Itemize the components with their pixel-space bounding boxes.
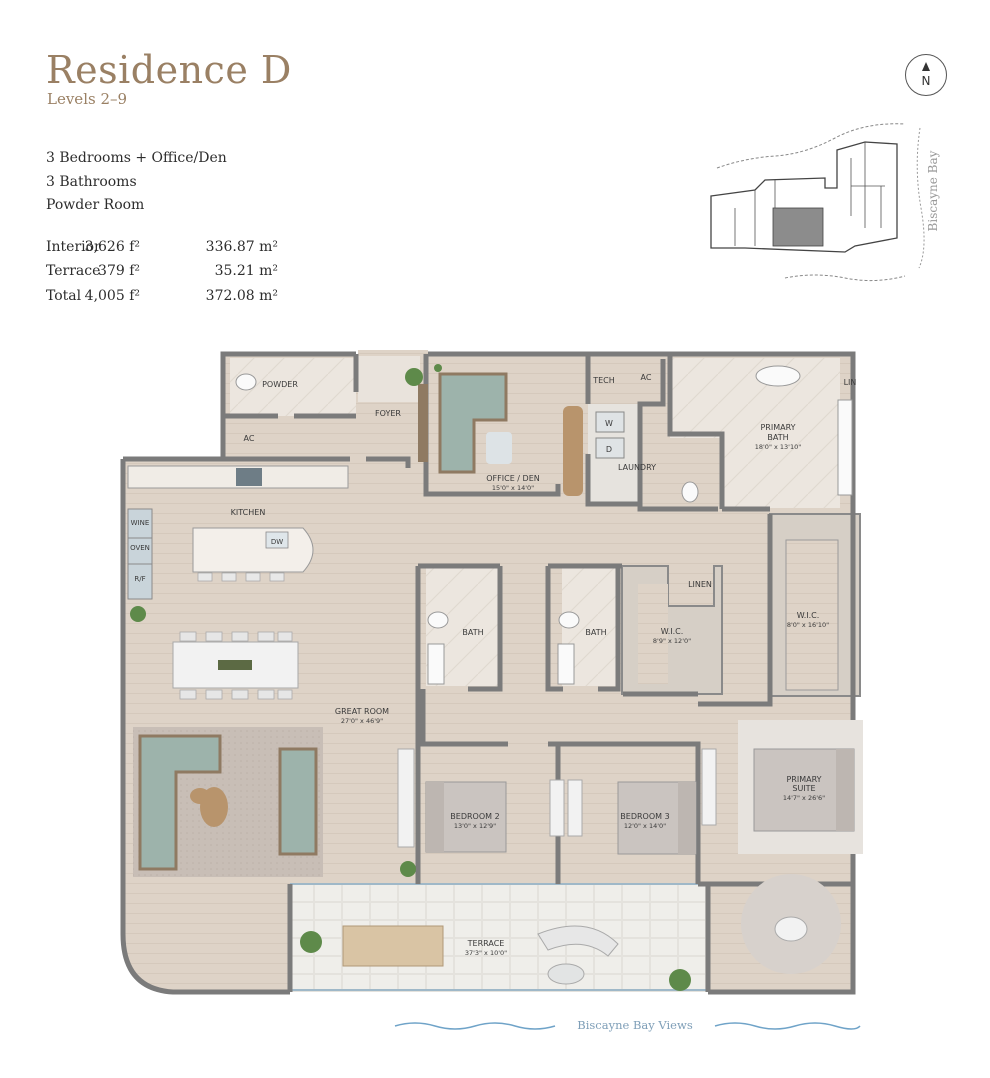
- bay-label: Biscayne Bay: [926, 150, 940, 232]
- room-dims-wic-2: 8'0" x 16'10": [787, 621, 829, 629]
- room-label-great-room: GREAT ROOM: [335, 707, 389, 716]
- room-dims-primary-suite: 14'7" x 26'6": [783, 794, 825, 802]
- area-row-total: Total 4,005 f² 372.08 m²: [46, 288, 286, 308]
- feature-bathrooms: 3 Bathrooms: [46, 174, 137, 190]
- room-label-laundry: LAUNDRY: [618, 463, 656, 472]
- room-label-kitchen: KITCHEN: [231, 508, 266, 517]
- appliance-label-washer: W: [605, 419, 613, 428]
- room-label-tech: TECH: [592, 376, 615, 385]
- area-sqm: 372.08 m²: [205, 288, 278, 304]
- compass-letter: N: [921, 74, 931, 88]
- room-label-bath-3: BATH: [585, 628, 606, 637]
- area-row-terrace: Terrace 379 f² 35.21 m²: [46, 263, 286, 283]
- area-sqm: 35.21 m²: [214, 263, 278, 279]
- room-label-bath-2: BATH: [462, 628, 483, 637]
- key-plan: [710, 123, 925, 282]
- area-sqft: 3,626 f²: [84, 239, 140, 255]
- area-row-interior: Interior 3,626 f² 336.87 m²: [46, 239, 286, 259]
- appliance-label-dryer: D: [606, 445, 612, 454]
- room-dims-office: 15'0" x 14'0": [492, 484, 534, 492]
- area-sqft: 379 f²: [98, 263, 140, 279]
- area-label: Total: [46, 288, 82, 304]
- room-label-wic-1: W.I.C.: [661, 627, 684, 636]
- bay-views-label: Biscayne Bay Views: [577, 1018, 693, 1032]
- room-label-bedroom-3: BEDROOM 3: [620, 812, 669, 821]
- appliance-label-dw: DW: [271, 538, 283, 546]
- appliance-label-rf: R/F: [134, 575, 145, 583]
- room-dims-wic-1: 8'9" x 12'0": [653, 637, 691, 645]
- compass-north-icon: N: [905, 54, 947, 96]
- room-dims-great-room: 27'0" x 46'9": [341, 717, 383, 725]
- room-label-lin: LIN: [844, 378, 857, 387]
- room-label-wic-2: W.I.C.: [797, 611, 820, 620]
- floor-plan: POWDER FOYER AC TECH AC LIN PRIMARY BATH…: [120, 350, 863, 995]
- room-label-terrace: TERRACE: [467, 939, 505, 948]
- area-sqm: 336.87 m²: [205, 239, 278, 255]
- bay-views-indicator: Biscayne Bay Views: [394, 1018, 861, 1032]
- page-subtitle: Levels 2–9: [47, 90, 128, 108]
- room-label-linen: LINEN: [688, 580, 712, 589]
- room-label-primary-suite: PRIMARY: [786, 775, 821, 784]
- area-sqft: 4,005 f²: [84, 288, 140, 304]
- appliance-label-oven: OVEN: [130, 544, 150, 552]
- page-title: Residence D: [46, 48, 292, 92]
- room-label-ac: AC: [244, 434, 255, 443]
- room-label-office: OFFICE / DEN: [486, 474, 539, 483]
- appliance-label-wine: WINE: [131, 519, 150, 527]
- area-label: Terrace: [46, 263, 101, 279]
- room-label-primary-bath-2: BATH: [767, 433, 788, 442]
- bay-label-vertical: Biscayne Bay: [923, 150, 943, 240]
- room-dims-primary-bath: 18'0" x 13'10": [755, 443, 801, 451]
- feature-powder-room: Powder Room: [46, 197, 145, 213]
- feature-bedrooms: 3 Bedrooms + Office/Den: [46, 150, 227, 166]
- room-dims-bedroom-3: 12'0" x 14'0": [624, 822, 666, 830]
- area-label: Interior: [46, 239, 101, 255]
- room-dims-bedroom-2: 13'0" x 12'9": [454, 822, 496, 830]
- room-label-bedroom-2: BEDROOM 2: [450, 812, 499, 821]
- room-label-primary-suite-2: SUITE: [792, 784, 815, 793]
- room-dims-terrace: 37'3" x 10'0": [465, 949, 507, 957]
- room-label-primary-bath: PRIMARY: [760, 423, 795, 432]
- room-label-powder: POWDER: [262, 380, 298, 389]
- room-label-ac: AC: [641, 373, 652, 382]
- room-label-foyer: FOYER: [375, 409, 401, 418]
